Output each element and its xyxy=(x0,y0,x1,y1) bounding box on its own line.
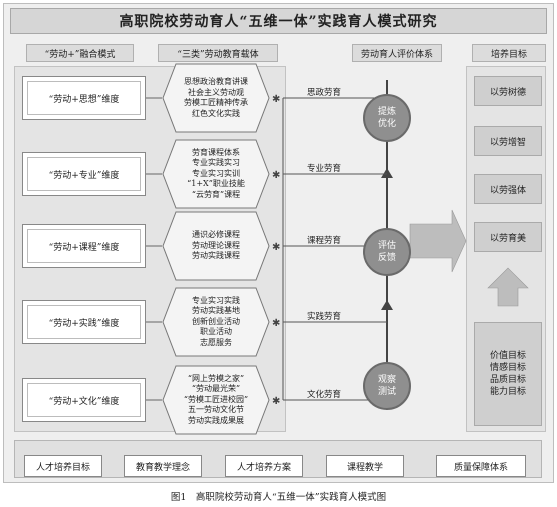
star-marker-4: ✱ xyxy=(272,318,280,329)
carrier-hexagon-5: “网上劳模之家” “劳动最光荣” “劳模工匠进校园” 五一劳动文化节 劳动实践成… xyxy=(162,365,270,435)
goal-targets-box: 价值目标 情感目标 品质目标 能力目标 xyxy=(474,322,542,426)
circle-assess-feedback: 评估反馈 xyxy=(363,228,411,276)
header-carrier: “三类”劳动教育载体 xyxy=(158,44,278,62)
eval-label-ideology: 思政劳育 xyxy=(306,88,341,98)
axis-arrow-up-1 xyxy=(381,168,393,178)
goal-morality: 以劳树德 xyxy=(474,76,542,106)
carrier-line: 劳动理论课程 xyxy=(192,240,240,250)
hexagon-shape xyxy=(162,139,270,209)
carrier-line: 专业实践实习 xyxy=(192,158,240,168)
carrier-line: 劳动实践基地 xyxy=(192,306,240,316)
carrier-line: 职业活动 xyxy=(200,327,232,337)
carrier-hexagon-4: 专业实习实践 劳动实践基地 创新创业活动 职业活动 志愿服务 xyxy=(162,287,270,357)
hexagon-shape xyxy=(162,211,270,281)
carrier-line: 通识必修课程 xyxy=(192,230,240,240)
carrier-line: “劳模工匠进校园” xyxy=(183,394,249,404)
carrier-hexagon-2: 劳育课程体系 专业实践实习 专业实习实训 “1+X”职业技能 “云劳育”课程 xyxy=(162,139,270,209)
circle-observe-test: 观察测试 xyxy=(363,362,411,410)
carrier-line: 红色文化实践 xyxy=(192,108,240,118)
eval-label-major: 专业劳育 xyxy=(306,164,341,174)
target-emotion: 情感目标 xyxy=(489,363,526,373)
dimension-culture: “劳动+文化”维度 xyxy=(22,378,146,422)
carrier-line: “云劳育”课程 xyxy=(191,189,241,199)
star-marker-1: ✱ xyxy=(272,94,280,105)
arrow-to-goals xyxy=(409,209,467,273)
carrier-line: 专业实习实践 xyxy=(192,295,240,305)
carrier-line: 专业实习实训 xyxy=(192,168,240,178)
carrier-line: “网上劳模之家” xyxy=(187,373,245,383)
carrier-line: 劳模工匠精神传承 xyxy=(184,98,248,107)
carrier-line: 志愿服务 xyxy=(200,337,232,347)
star-marker-2: ✱ xyxy=(272,170,280,181)
goal-aesthetics: 以劳育美 xyxy=(474,222,542,252)
foundation-teaching-philosophy: 教育教学理念 xyxy=(124,455,202,477)
goal-intellect: 以劳增智 xyxy=(474,126,542,156)
diagram-title: 高职院校劳动育人“五维一体”实践育人模式研究 xyxy=(10,8,547,34)
dimension-major: “劳动+专业”维度 xyxy=(22,152,146,196)
goal-physique: 以劳强体 xyxy=(474,174,542,204)
header-goals: 培养目标 xyxy=(472,44,546,62)
axis-arrow-up-2 xyxy=(381,300,393,310)
hexagon-shape xyxy=(162,287,270,357)
star-marker-5: ✱ xyxy=(272,396,280,407)
hexagon-shape xyxy=(162,365,270,435)
target-ability: 能力目标 xyxy=(489,387,526,397)
carrier-line: 劳动实践成果展 xyxy=(188,415,244,425)
carrier-line: 思想政治教育讲课 xyxy=(184,77,248,86)
header-fusion-mode: “劳动+”融合模式 xyxy=(26,44,134,62)
star-marker-3: ✱ xyxy=(272,242,280,253)
eval-label-practice: 实践劳育 xyxy=(306,312,341,322)
circle-refine-optimize: 提炼优化 xyxy=(363,94,411,142)
target-quality: 品质目标 xyxy=(489,375,526,385)
carrier-line: “劳动最光荣” xyxy=(191,384,241,394)
carrier-line: 创新创业活动 xyxy=(192,316,240,326)
target-value: 价值目标 xyxy=(489,351,526,361)
header-evaluation: 劳动育人评价体系 xyxy=(352,44,442,62)
dimension-practice: “劳动+实践”维度 xyxy=(22,300,146,344)
dimension-ideology: “劳动+思想”维度 xyxy=(22,76,146,120)
carrier-line: 劳育课程体系 xyxy=(192,147,240,157)
foundation-talent-goal: 人才培养目标 xyxy=(24,455,102,477)
carrier-line: 社会主义劳动观 xyxy=(188,87,244,97)
eval-label-culture: 文化劳育 xyxy=(306,390,341,400)
foundation-talent-plan: 人才培养方案 xyxy=(225,455,303,477)
carrier-hexagon-1: 思想政治教育讲课 社会主义劳动观 劳模工匠精神传承 红色文化实践 xyxy=(162,63,270,133)
dimension-course: “劳动+课程”维度 xyxy=(22,224,146,268)
carrier-line: 劳动实践课程 xyxy=(192,251,240,261)
figure-caption: 图1 高职院校劳动育人“五维一体”实践育人模式图 xyxy=(170,492,387,503)
hexagon-shape xyxy=(162,63,270,133)
carrier-line: 五一劳动文化节 xyxy=(188,405,244,415)
carrier-line: “1+X”职业技能 xyxy=(187,179,245,189)
goals-up-arrow xyxy=(487,267,529,307)
foundation-quality-assurance: 质量保障体系 xyxy=(436,455,526,477)
carrier-hexagon-3: 通识必修课程 劳动理论课程 劳动实践课程 xyxy=(162,211,270,281)
eval-label-course: 课程劳育 xyxy=(306,236,341,246)
foundation-course-teaching: 课程教学 xyxy=(326,455,404,477)
